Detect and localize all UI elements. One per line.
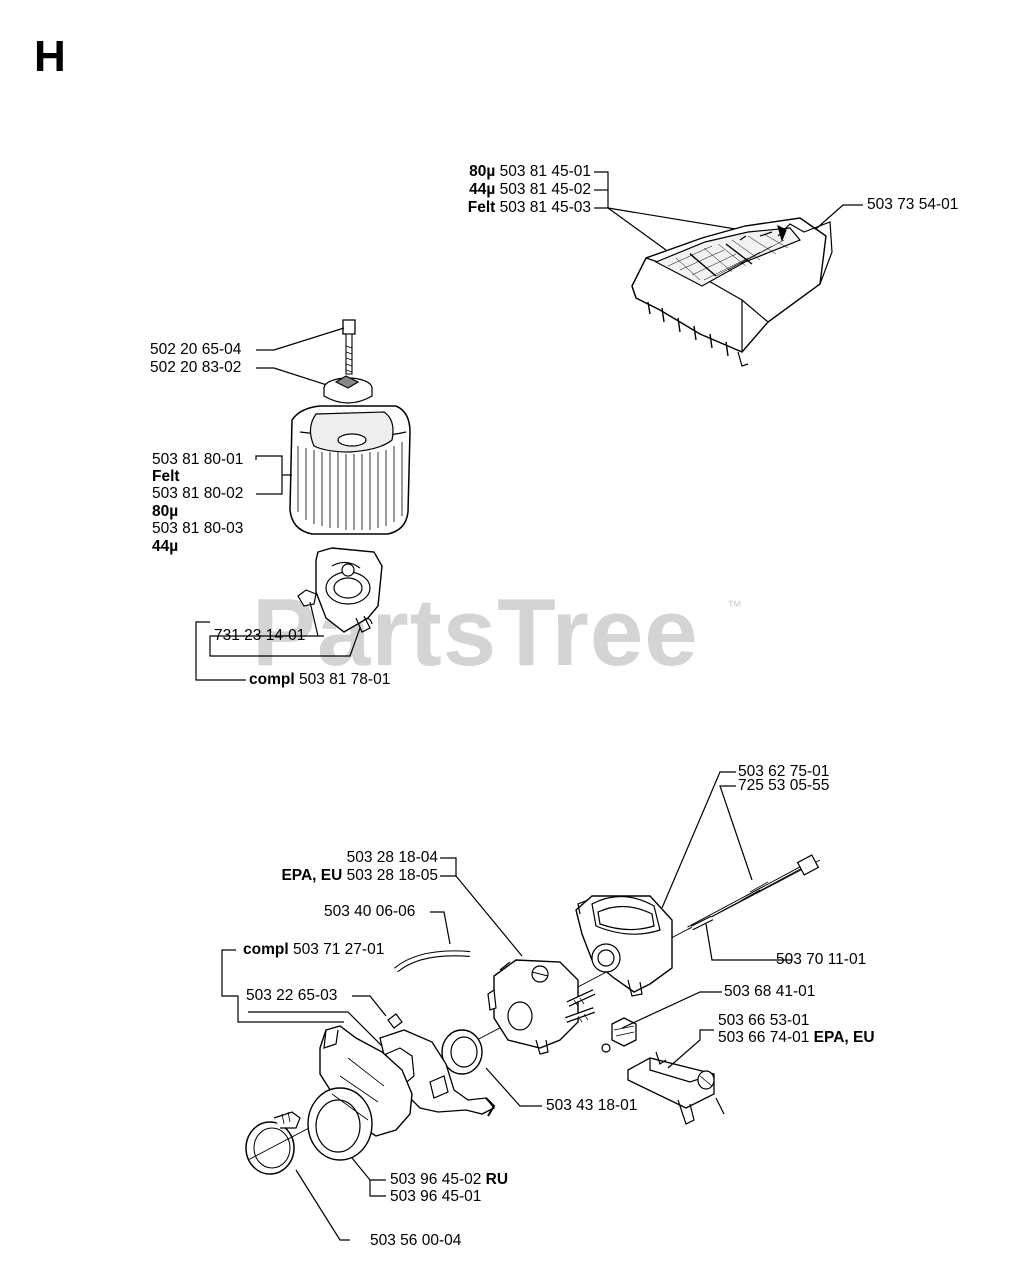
lever-epa-part-label: 503 66 74-01 EPA, EU bbox=[718, 1029, 875, 1047]
bolt-1-part-label: 503 62 75-01 bbox=[738, 763, 830, 780]
carb-part-label: 503 28 18-04 bbox=[346, 849, 438, 866]
carb-epa-part-label: EPA, EU 503 28 18-05 bbox=[281, 867, 438, 885]
grade-felt: Felt bbox=[467, 199, 496, 216]
cover-filter-80-label: 80µ 503 81 45-01 bbox=[469, 163, 591, 181]
air-filter-illustration bbox=[196, 320, 410, 680]
compl-word: compl bbox=[249, 671, 295, 688]
filter-80-part-label: 503 81 80-02 bbox=[152, 485, 244, 502]
ru-word: RU bbox=[485, 1171, 509, 1188]
part-number: 503 81 78-01 bbox=[298, 671, 391, 688]
part-number: 503 81 45-03 bbox=[499, 199, 591, 216]
part-number: 503 81 45-02 bbox=[499, 181, 591, 198]
part-number: 503 28 18-05 bbox=[346, 867, 438, 884]
air-filter-cover-illustration bbox=[594, 172, 863, 366]
part-number: 503 96 45-02 bbox=[390, 1171, 482, 1188]
gasket-part-label: 503 43 18-01 bbox=[546, 1097, 638, 1114]
part-number: 503 66 74-01 bbox=[718, 1029, 810, 1046]
intake-part-label: 503 96 45-01 bbox=[390, 1188, 482, 1205]
filter-felt-grade-label: Felt bbox=[152, 468, 180, 485]
filter-44-part-label: 503 81 80-03 bbox=[152, 520, 244, 537]
plug-part-label: 503 68 41-01 bbox=[724, 983, 816, 1000]
screw-part-label: 502 20 65-04 bbox=[150, 341, 242, 358]
cover-part-label: 503 73 54-01 bbox=[867, 196, 959, 213]
epa-eu-word: EPA, EU bbox=[813, 1029, 875, 1046]
cover-filter-44-label: 44µ 503 81 45-02 bbox=[469, 181, 591, 199]
epa-eu-word: EPA, EU bbox=[281, 867, 343, 884]
filter-felt-part-label: 503 81 80-01 bbox=[152, 451, 244, 468]
part-number: 503 81 45-01 bbox=[499, 163, 591, 180]
knob-part-label: 502 20 83-02 bbox=[150, 359, 242, 376]
lever-part-label: 503 66 53-01 bbox=[718, 1012, 810, 1029]
clamp-part-label: 503 56 00-04 bbox=[370, 1232, 462, 1249]
holder-part-label: 503 22 65-03 bbox=[246, 987, 338, 1004]
cover-filter-felt-label: Felt 503 81 45-03 bbox=[468, 199, 591, 217]
sleeve-part-label: 503 70 11-01 bbox=[776, 951, 867, 968]
filter-44-grade-label: 44µ bbox=[152, 538, 179, 555]
nut-part-label: 731 23 14-01 bbox=[214, 627, 306, 644]
intake-ru-part-label: 503 96 45-02 RU bbox=[390, 1171, 508, 1189]
bolt-2-part-label: 725 53 05-55 bbox=[738, 777, 830, 794]
section-letter: H bbox=[34, 32, 66, 81]
carburetor-illustration bbox=[222, 772, 820, 1240]
compl-word: compl bbox=[243, 941, 289, 958]
grade-44: 44µ bbox=[469, 181, 496, 198]
carb-compl-label: compl 503 71 27-01 bbox=[243, 941, 384, 959]
part-number: 503 71 27-01 bbox=[292, 941, 385, 958]
filter-80-grade-label: 80µ bbox=[152, 503, 179, 520]
grade-80: 80µ bbox=[469, 163, 496, 180]
trademark-symbol: ™ bbox=[727, 598, 742, 615]
hose-part-label: 503 40 06-06 bbox=[324, 903, 416, 920]
filter-compl-label: compl 503 81 78-01 bbox=[249, 671, 390, 689]
